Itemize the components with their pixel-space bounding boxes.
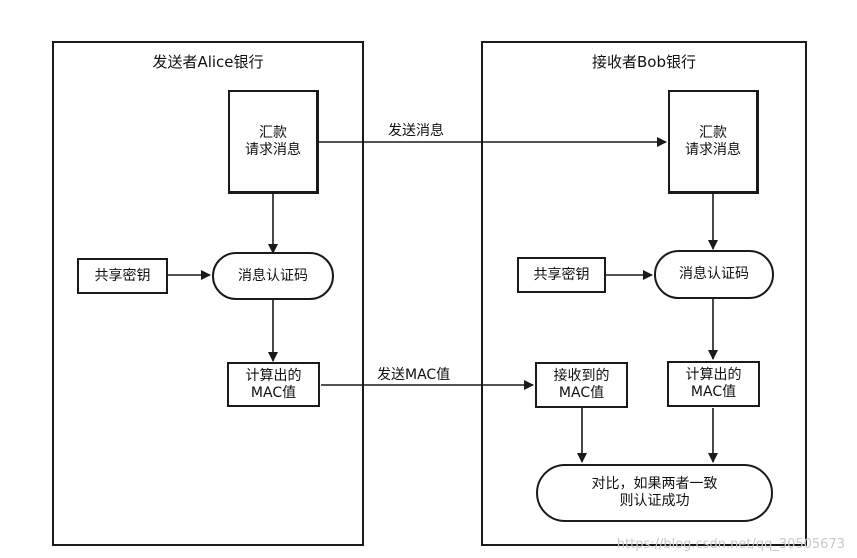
receiver-computed-mac-line2: MAC值 [690,384,737,400]
receiver-mac-algorithm: 消息认证码 [654,250,774,299]
sender-computed-mac-line2: MAC值 [250,384,297,401]
sender-panel-title: 发送者Alice银行 [152,53,264,71]
receiver-compare-line2: 则认证成功 [619,493,690,509]
receiver-remit-line1: 汇款 [699,124,727,141]
receiver-computed-mac-box: 计算出的 MAC值 [667,361,760,407]
sender-mac-algorithm-label: 消息认证码 [238,267,308,284]
receiver-computed-mac-line1: 计算出的 [685,367,742,383]
receiver-received-mac-box: 接收到的 MAC值 [535,362,628,408]
sender-mac-algorithm: 消息认证码 [212,252,334,300]
receiver-shared-key-box: 共享密钥 [517,257,606,293]
receiver-remit-request-box: 汇款 请求消息 [668,90,759,194]
receiver-compare-line1: 对比，如果两者一致 [591,476,718,492]
sender-remit-request-box: 汇款 请求消息 [228,90,319,194]
receiver-compare-result: 对比，如果两者一致 则认证成功 [536,464,773,522]
sender-computed-mac-line1: 计算出的 [245,367,302,384]
receiver-panel-title: 接收者Bob银行 [592,53,696,71]
sender-remit-line2: 请求消息 [245,141,301,158]
send-message-label: 发送消息 [388,123,444,139]
receiver-received-mac-line1: 接收到的 [553,368,610,384]
receiver-mac-algorithm-label: 消息认证码 [679,266,749,282]
watermark-url: https://blog.csdn.net/qq_30505673 [616,537,845,552]
send-mac-label: 发送MAC值 [377,367,451,383]
sender-computed-mac-box: 计算出的 MAC值 [227,362,320,407]
receiver-received-mac-line2: MAC值 [558,385,605,401]
receiver-shared-key-label: 共享密钥 [533,266,590,283]
sender-shared-key-label: 共享密钥 [94,267,151,284]
sender-shared-key-box: 共享密钥 [77,258,168,294]
sender-remit-line1: 汇款 [259,124,287,141]
receiver-remit-line2: 请求消息 [685,141,741,158]
